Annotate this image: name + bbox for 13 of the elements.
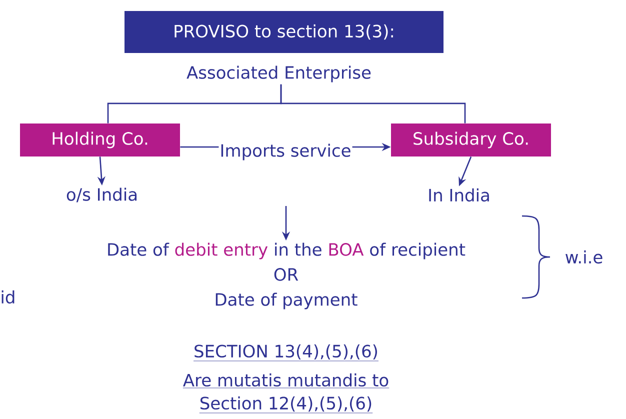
node-text: o/s India	[66, 188, 137, 202]
section-note: SECTION 13(4),(5),(6)	[193, 344, 379, 362]
heading-banner: PROVISO to section 13(3):	[124, 11, 444, 53]
edge-label: Imports service	[218, 142, 352, 162]
company-box: Subsidary Co.	[391, 124, 551, 156]
node-text: In India	[429, 188, 489, 202]
company-box: Holding Co.	[20, 124, 180, 156]
section-note: Section 12(4),(5),(6)	[199, 396, 373, 414]
node-text: Associated Enterprise	[186, 66, 371, 82]
cut-off-text: id	[2, 290, 14, 304]
date-text: Date of debit entry in the BOA of recipient OR Date of payment	[108, 242, 466, 310]
abbreviation-label: w.i.e	[566, 250, 602, 264]
section-note: Are mutatis mutandis to	[182, 373, 390, 388]
